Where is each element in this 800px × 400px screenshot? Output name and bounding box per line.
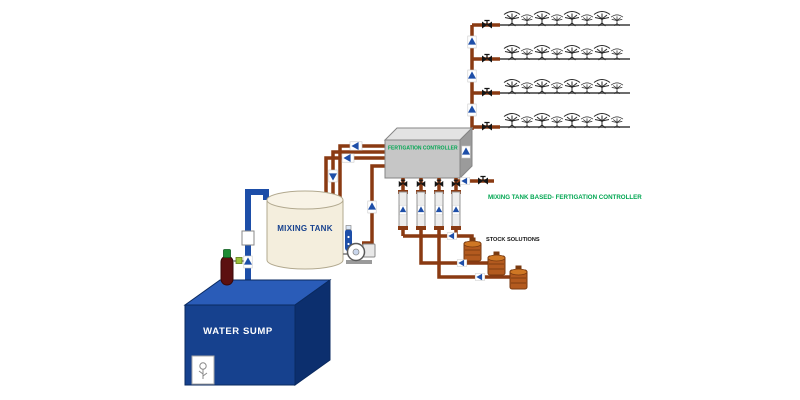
controller-front-face — [384, 139, 461, 179]
sump-side-face — [294, 279, 331, 386]
water-sump: WATER SUMP — [183, 279, 332, 386]
valve-icon — [477, 175, 489, 186]
flow-arrow-left — [459, 177, 471, 185]
filter-cap — [223, 249, 231, 258]
flow-arrow-left — [456, 259, 468, 267]
stock-solutions-label: STOCK SOLUTIONS — [486, 237, 540, 243]
water-sump-label: WATER SUMP — [203, 326, 273, 337]
flow-arrow-up — [461, 145, 471, 159]
drip-line — [472, 46, 630, 63]
flow-arrow-up — [467, 103, 477, 117]
suction-line-3 — [437, 236, 511, 279]
stock-barrel-3 — [509, 265, 528, 290]
stock-barrel-2 — [487, 251, 506, 276]
flow-arrow-left — [349, 141, 363, 151]
system-title: MIXING TANK BASED- FERTIGATION CONTROLLE… — [488, 194, 642, 201]
return-pipe-1 — [338, 144, 387, 198]
drip-line — [472, 114, 630, 131]
flow-arrow-up — [467, 69, 477, 83]
flow-arrow-up — [367, 200, 377, 214]
pipe-union — [241, 230, 255, 246]
flow-arrow-up — [435, 204, 443, 216]
flow-arrow-up — [399, 204, 407, 216]
flow-arrow-left — [446, 232, 458, 240]
flow-arrow-up — [417, 204, 425, 216]
filter-body — [220, 255, 234, 286]
flow-arrow-left — [341, 153, 355, 163]
flow-arrow-down — [328, 169, 338, 183]
drip-line — [472, 80, 630, 97]
fertigation-controller: FERTIGATION CONTROLLER — [383, 126, 474, 180]
fertigation-controller-label: FERTIGATION CONTROLLER — [388, 146, 458, 152]
flow-arrow-up — [467, 35, 477, 49]
suction-filter — [220, 249, 245, 286]
mixing-tank: MIXING TANK — [266, 190, 344, 270]
flow-arrow-up — [452, 204, 460, 216]
return-pipe-2 — [331, 150, 387, 198]
mixing-tank-label: MIXING TANK — [277, 224, 333, 233]
small-tap-valve — [235, 257, 243, 264]
drip-line — [472, 12, 630, 29]
controller-top-face — [383, 127, 474, 141]
flow-arrow-left — [474, 273, 486, 281]
sump-emblem — [191, 355, 215, 385]
return-pipe-3 — [324, 156, 387, 198]
pump — [343, 242, 376, 264]
stock-barrel-1 — [463, 237, 482, 262]
flow-arrow-up — [243, 255, 253, 269]
